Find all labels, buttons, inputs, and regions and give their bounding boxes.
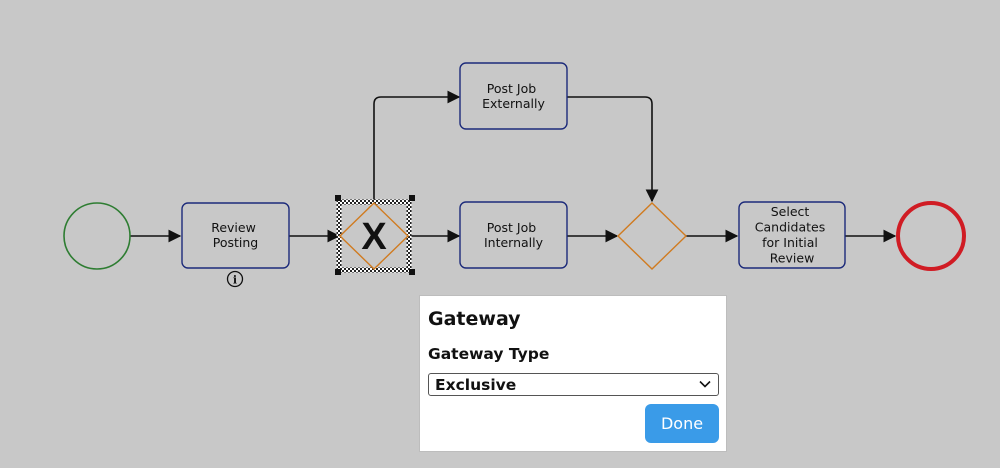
task-label-line: Post Job xyxy=(487,220,536,235)
task-label-line: Review xyxy=(770,251,815,266)
flow-gateway-to-external[interactable] xyxy=(373,90,461,202)
task-label-line: for Initial xyxy=(762,235,818,250)
task-label-line: Posting xyxy=(213,235,258,250)
task-label-line: Post Job xyxy=(487,81,536,96)
task-label-line: Select xyxy=(771,204,810,219)
resize-handle[interactable] xyxy=(335,195,341,201)
task-review-posting[interactable]: Review Posting xyxy=(181,202,290,269)
svg-text:Post Job Internally: Post Job Internally xyxy=(484,220,544,250)
done-button[interactable]: Done xyxy=(645,404,719,443)
task-post-job-internally[interactable]: Post Job Internally xyxy=(459,201,568,269)
svg-text:Post Job Externally: Post Job Externally xyxy=(482,81,545,111)
panel-title: Gateway xyxy=(428,308,521,330)
task-label-line: Candidates xyxy=(755,220,825,235)
task-post-job-externally[interactable]: Post Job Externally xyxy=(459,62,568,130)
info-icon[interactable]: i xyxy=(226,270,244,288)
merge-gateway[interactable] xyxy=(616,202,688,270)
start-event[interactable] xyxy=(63,202,131,270)
gateway-type-label: Gateway Type xyxy=(428,345,550,363)
flow-external-to-merge[interactable] xyxy=(567,96,659,203)
task-label-line: Externally xyxy=(482,96,545,111)
sequence-flows xyxy=(130,90,897,243)
gateway-type-value: Exclusive xyxy=(435,375,517,394)
gateway-properties-panel: Gateway Gateway Type Exclusive Done xyxy=(419,295,727,452)
task-label-line: Review xyxy=(211,220,256,235)
chevron-down-icon xyxy=(699,380,711,388)
svg-text:i: i xyxy=(233,274,237,287)
exclusive-gateway-selected[interactable]: X xyxy=(335,195,415,275)
task-label-line: Internally xyxy=(484,235,544,250)
gateway-type-select[interactable]: Exclusive xyxy=(428,373,719,396)
end-event[interactable] xyxy=(896,201,966,271)
svg-text:Select Candidates: Select Candidates for Initial Review xyxy=(755,204,829,266)
gateway-x-marker: X xyxy=(361,216,387,258)
resize-handle[interactable] xyxy=(335,269,341,275)
task-select-candidates[interactable]: Select Candidates for Initial Review xyxy=(738,201,846,269)
resize-handle[interactable] xyxy=(409,195,415,201)
resize-handle[interactable] xyxy=(409,269,415,275)
svg-text:Review Posting: Review Posting xyxy=(211,220,260,250)
